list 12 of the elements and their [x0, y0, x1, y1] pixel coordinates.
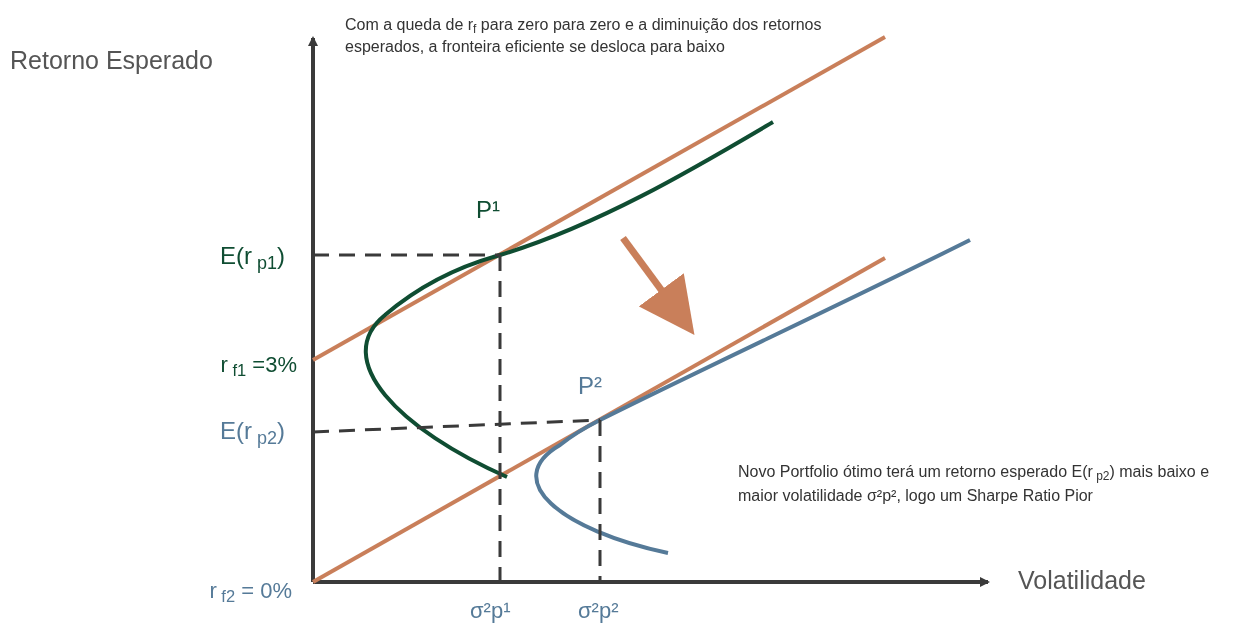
axis-value-label: r $_{f1}$ =3%	[220, 351, 297, 381]
annotation-note: Com a queda de r$_{f}$ para zero para zero e a diminuição dos retornos esperados, a fronteira eficiente se desloca para baixo	[345, 15, 823, 57]
axis-value-label: σ²p¹	[470, 597, 511, 625]
point-label: P²	[578, 371, 602, 401]
axis-title: Volatilidade	[1018, 565, 1146, 596]
point-label: P¹	[476, 195, 500, 225]
axis-value-label: r $_{f2}$ = 0%	[209, 577, 292, 607]
axis-value-label: σ²p²	[578, 597, 619, 625]
annotation-note: Novo Portfolio ótimo terá um retorno esperado E(r $_{p2}$) mais baixo e maior volatilidade σ²p², logo um Sharpe Ratio Pior	[738, 462, 1211, 506]
axis-value-label: E(r $_{p1}$)	[219, 241, 285, 274]
axis-value-label: E(r $_{p2}$)	[219, 416, 285, 449]
axis-title: Retorno Esperado	[10, 45, 213, 76]
